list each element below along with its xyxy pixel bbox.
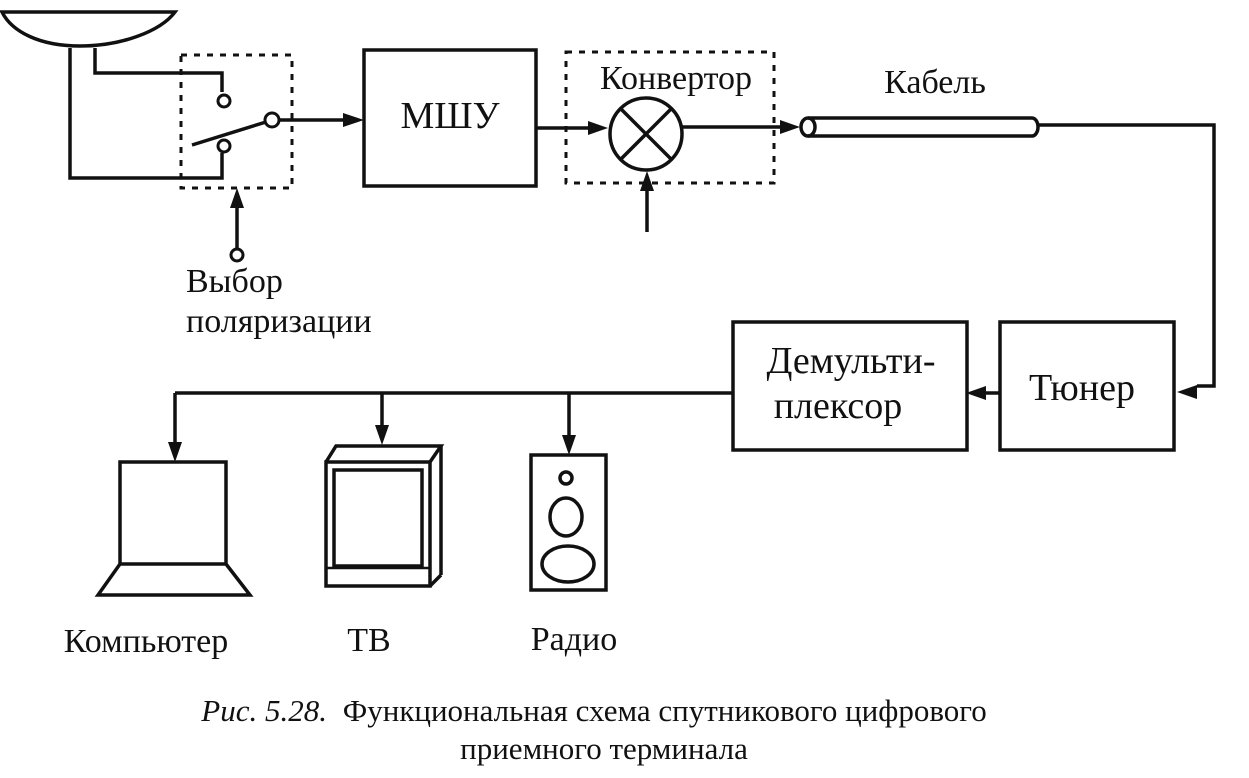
demux-label-line2: плексор xyxy=(774,385,903,427)
satellite-dish-icon xyxy=(0,10,224,180)
polarization-label-line2: поляризации xyxy=(186,303,372,340)
converter-label: Конвертор xyxy=(600,60,752,97)
polarization-switch-icon xyxy=(179,53,294,263)
computer-label: Компьютер xyxy=(64,623,228,660)
cable-label: Кабель xyxy=(884,64,986,101)
tv-icon xyxy=(324,444,445,588)
cable-icon xyxy=(799,116,1040,138)
radio-label: Радио xyxy=(531,621,618,658)
figure-caption-line1: Рис. 5.28. Функциональная схема спутнико… xyxy=(200,693,986,728)
polarization-label-line1: Выбор xyxy=(186,263,283,300)
lna-block xyxy=(362,48,538,188)
demux-label-line1: Демульти- xyxy=(766,340,935,382)
laptop-icon xyxy=(94,460,254,597)
lna-label: МШУ xyxy=(400,95,499,137)
tv-label: ТВ xyxy=(347,622,390,659)
mixer-x-icon xyxy=(608,96,684,172)
demultiplexer-block xyxy=(731,320,969,452)
figure-ref: Рис. 5.28. xyxy=(200,693,327,728)
tuner-block xyxy=(998,320,1176,452)
tuner-label: Тюнер xyxy=(1029,367,1135,409)
speaker-icon xyxy=(529,453,608,592)
figure-caption-line2: приемного терминала xyxy=(460,731,748,766)
converter-block xyxy=(564,50,776,185)
caption-text-1: Функциональная схема спутникового цифров… xyxy=(343,693,987,728)
